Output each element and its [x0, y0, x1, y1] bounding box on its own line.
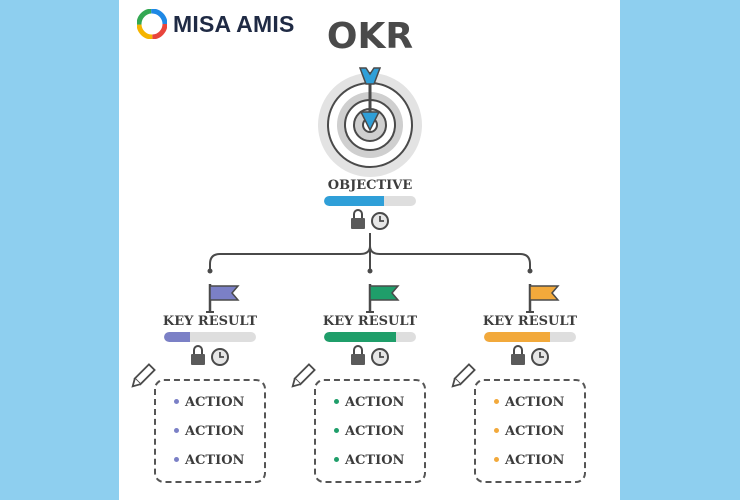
- objective-progress-fill: [324, 196, 384, 206]
- action-label: ACTION: [345, 453, 405, 468]
- action-label: ACTION: [185, 395, 245, 410]
- action-label: ACTION: [505, 395, 565, 410]
- key-result-progress-fill: [484, 332, 551, 342]
- key-result-progress-fill: [324, 332, 396, 342]
- objective-label: OBJECTIVE: [327, 178, 413, 193]
- right-side-band: [620, 0, 740, 500]
- action-label: ACTION: [345, 424, 405, 439]
- key-result-progress-bar: [324, 332, 416, 342]
- bullet-icon: [334, 399, 339, 404]
- action-label: ACTION: [505, 453, 565, 468]
- clock-icon: [531, 348, 549, 366]
- lock-icon: [351, 345, 365, 365]
- action-item: ACTION: [316, 395, 428, 410]
- objective-lock-icon: [351, 209, 365, 229]
- tree-connectors: [209, 233, 531, 270]
- key-result-progress-bar: [164, 332, 256, 342]
- pencil-icon: [291, 363, 316, 388]
- action-label: ACTION: [185, 453, 245, 468]
- key-result-label: KEY RESULT: [322, 314, 418, 329]
- bullet-icon: [174, 457, 179, 462]
- action-item: ACTION: [316, 424, 428, 439]
- lock-icon: [191, 345, 205, 365]
- key-result-label: KEY RESULT: [482, 314, 578, 329]
- action-label: ACTION: [505, 424, 565, 439]
- arrow-icon: [358, 67, 382, 132]
- action-item: ACTION: [156, 424, 268, 439]
- pencil-icon: [451, 363, 476, 388]
- action-list: ACTION ACTION ACTION: [314, 379, 426, 483]
- action-label: ACTION: [345, 395, 405, 410]
- left-side-band: [0, 0, 119, 500]
- bullet-icon: [174, 428, 179, 433]
- action-list: ACTION ACTION ACTION: [474, 379, 586, 483]
- action-item: ACTION: [156, 395, 268, 410]
- key-result-progress-fill: [164, 332, 190, 342]
- action-item: ACTION: [476, 424, 588, 439]
- clock-icon: [211, 348, 229, 366]
- pencil-icon: [131, 363, 156, 388]
- key-result-progress-bar: [484, 332, 576, 342]
- action-item: ACTION: [476, 395, 588, 410]
- action-item: ACTION: [476, 453, 588, 468]
- bullet-icon: [334, 457, 339, 462]
- action-label: ACTION: [185, 424, 245, 439]
- action-item: ACTION: [156, 453, 268, 468]
- page-title: OKR: [326, 16, 414, 57]
- key-result-label: KEY RESULT: [162, 314, 258, 329]
- flag-icon: [206, 284, 240, 313]
- flag-icon: [366, 284, 400, 313]
- objective-progress-bar: [324, 196, 416, 206]
- bullet-icon: [334, 428, 339, 433]
- brand-logo: MISA AMIS: [137, 8, 294, 40]
- bullet-icon: [494, 399, 499, 404]
- connector-dot: [207, 268, 213, 274]
- logo-text: MISA AMIS: [173, 10, 295, 37]
- clock-icon: [371, 348, 389, 366]
- bullet-icon: [494, 428, 499, 433]
- connector-dot: [527, 268, 533, 274]
- objective-clock-icon: [371, 212, 389, 230]
- connector-dot: [367, 268, 373, 274]
- action-list: ACTION ACTION ACTION: [154, 379, 266, 483]
- bullet-icon: [494, 457, 499, 462]
- logo-mark-icon: [137, 9, 167, 39]
- action-item: ACTION: [316, 453, 428, 468]
- lock-icon: [511, 345, 525, 365]
- flag-icon: [526, 284, 560, 313]
- bullet-icon: [174, 399, 179, 404]
